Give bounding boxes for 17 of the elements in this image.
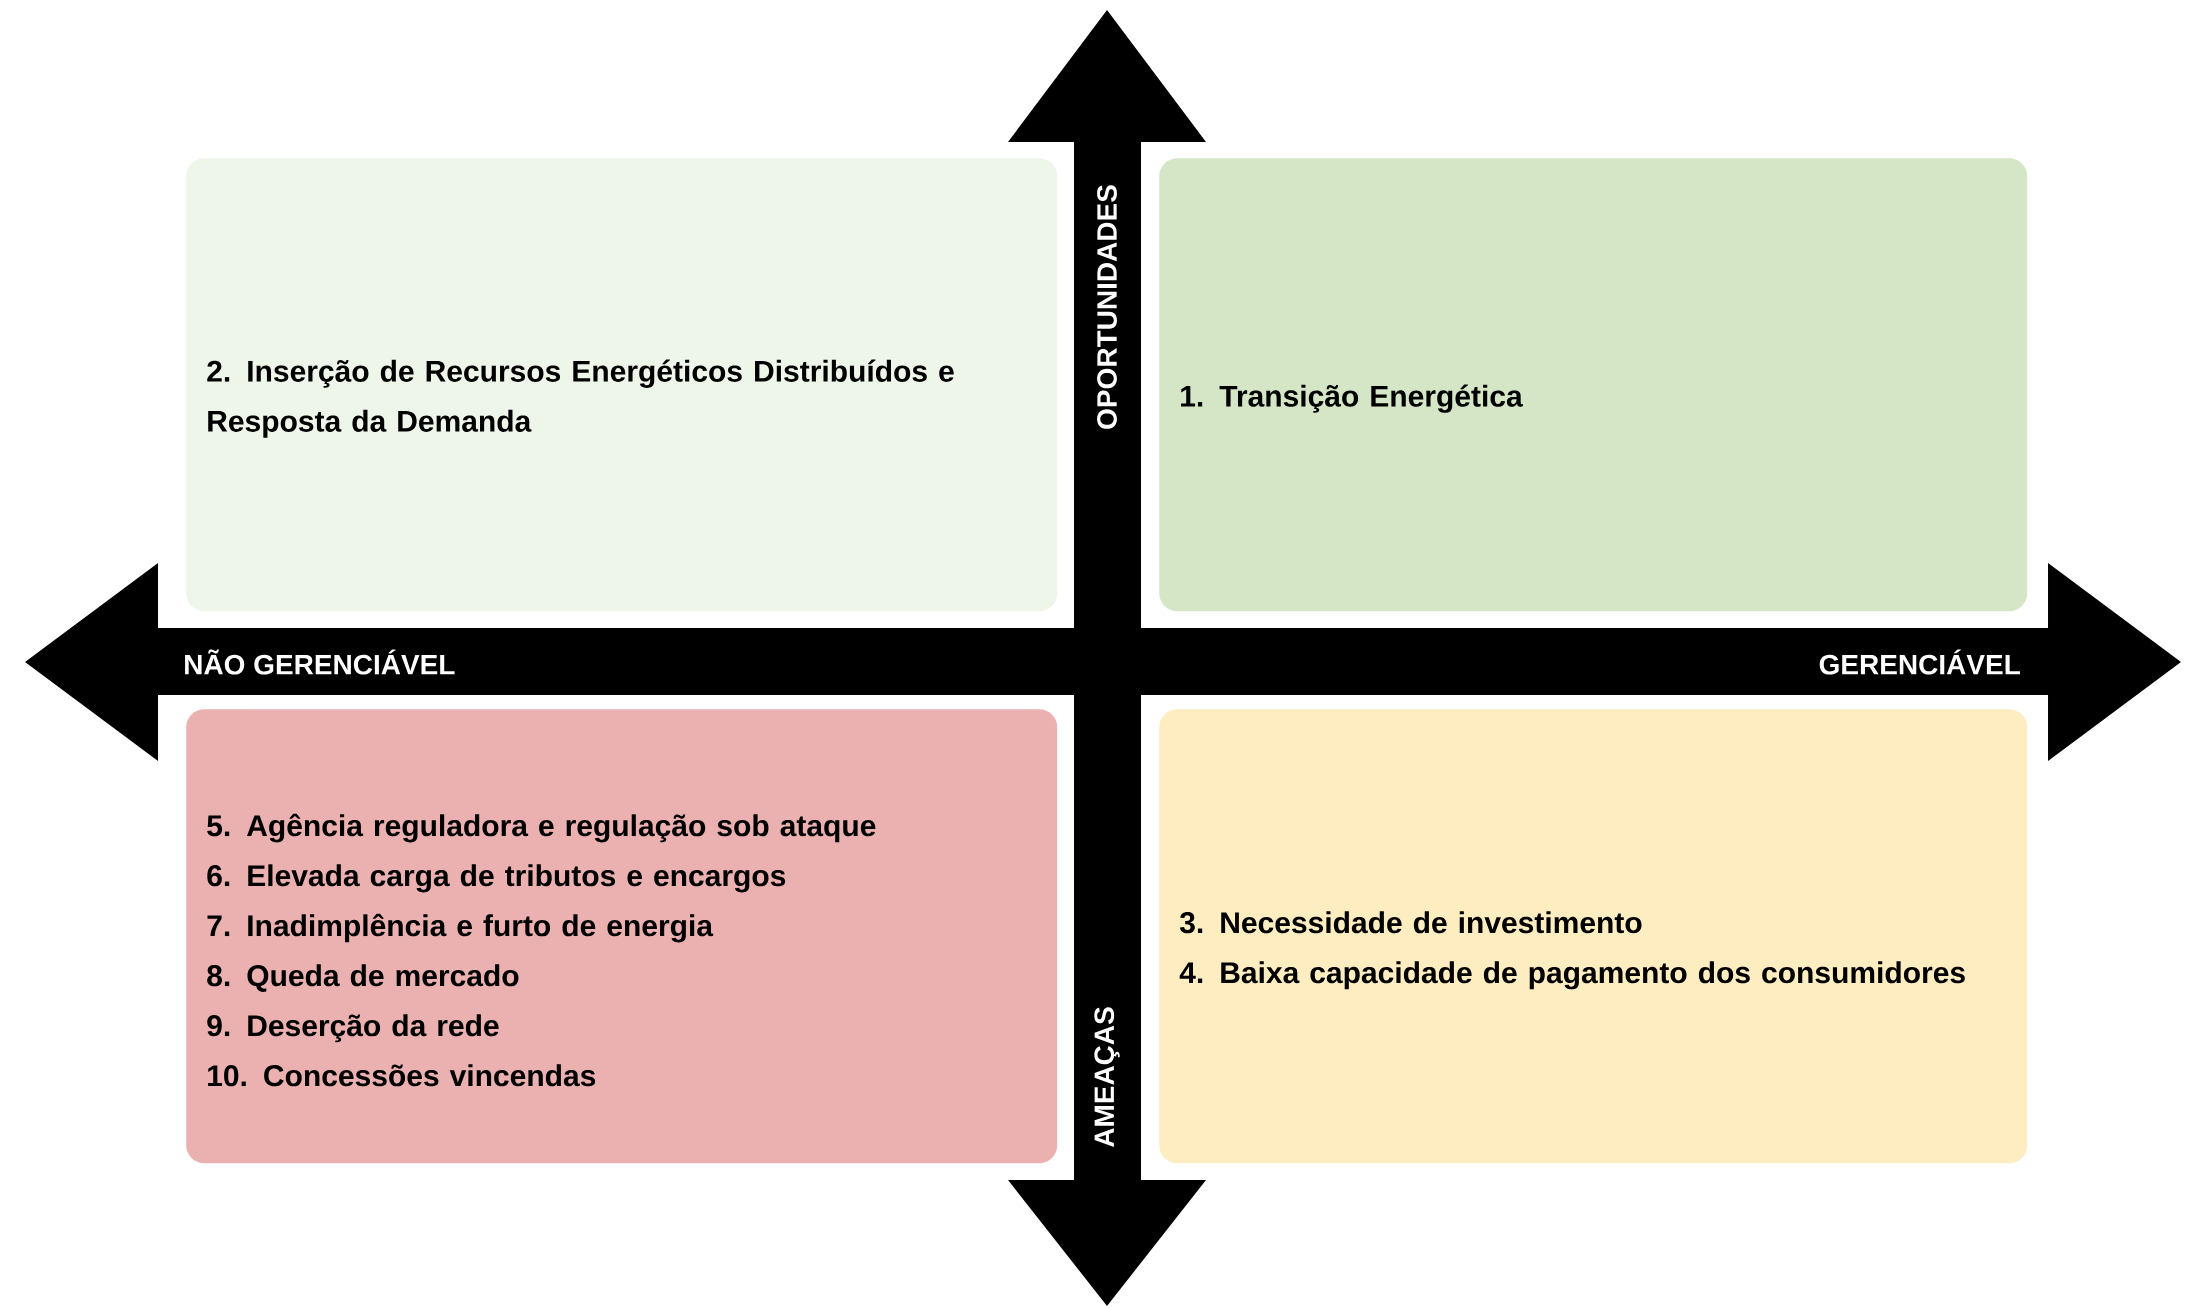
list-item: 9. Deserção da rede [207, 1014, 499, 1043]
axis-label: AMEAÇAS [1094, 1007, 1120, 1148]
list-item: 6. Elevada carga de tributos e encargos [207, 864, 786, 893]
list-item: 10. Concessões vincendas [208, 1064, 596, 1087]
quadrant-box [1159, 709, 2028, 1164]
list-item: 5. Agência reguladora e regulação sob ataque [207, 813, 876, 843]
quadrant-box [186, 709, 1058, 1164]
quadrant-box [1159, 158, 2028, 612]
list-item: 7. Inadimplência e furto de energia [207, 913, 714, 943]
list-item: 2. Inserção de Recursos Energéticos Distribuídos e Resposta da Demanda [207, 359, 954, 438]
list-item: 3. Necessidade de investimento [1179, 911, 1642, 934]
axis-label: OPORTUNIDADES [1097, 185, 1117, 429]
axis-label: NÃO GERENCIÁVEL [185, 649, 455, 675]
axis-label: GERENCIÁVEL [1819, 649, 2020, 675]
list-item: 4. Baixa capacidade de pagamento dos consumidores [1179, 961, 1965, 990]
list-item: 8. Queda de mercado [207, 964, 519, 992]
list-item: 1. Transição Energética [1181, 384, 1523, 413]
